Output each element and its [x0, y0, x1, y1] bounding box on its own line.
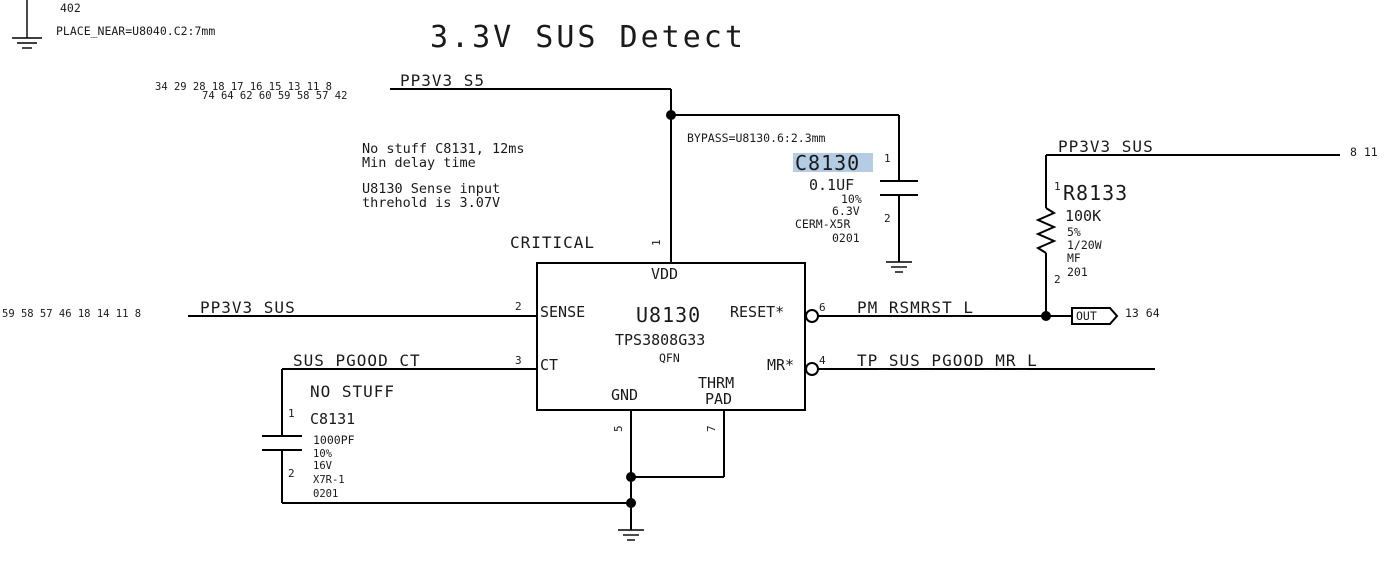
u8130-pin-pad-label: PAD	[705, 390, 732, 408]
u8130-pin6-number: 6	[819, 301, 826, 314]
note-line-3: U8130 Sense input	[362, 181, 500, 197]
c8130-tolerance: 10%	[841, 192, 862, 206]
pp3v3-sus-right-refs: 8 11	[1350, 145, 1378, 159]
c8131-tolerance: 10%	[313, 448, 333, 460]
c8130-capacitor-symbol	[880, 180, 918, 262]
u8130-critical-label: CRITICAL	[510, 233, 595, 252]
net-pm-rsmrst-l-label: PM_RSMRST_L	[857, 298, 974, 317]
c8131-pin2: 2	[288, 467, 295, 480]
u8130-pin-reset-label: RESET*	[730, 303, 784, 321]
c8131-ref: C8131	[310, 410, 355, 428]
out-port-label: OUT	[1076, 309, 1097, 323]
net-sus-pgood-ct-label: SUS_PGOOD_CT	[293, 351, 421, 370]
u8130-pin-mr-label: MR*	[767, 356, 794, 374]
u8130-pin3-number: 3	[515, 354, 522, 367]
u8130-pin5-number: 5	[612, 425, 625, 432]
u8130-pin-sense-label: SENSE	[540, 303, 585, 321]
c8130-voltage: 6.3V	[832, 204, 860, 218]
r8133-pin1: 1	[1054, 180, 1061, 193]
u8130-pin-ct-label: CT	[540, 356, 558, 374]
top-left-value: 402	[60, 1, 81, 15]
c8130-ref: C8130	[795, 151, 860, 175]
r8133-pin2: 2	[1054, 273, 1061, 286]
c8131-pin1: 1	[288, 407, 295, 420]
pm-rsmrst-l-refs: 13 64	[1125, 306, 1160, 320]
note-line-2: Min delay time	[362, 155, 476, 171]
u8130-pin1-number: 1	[650, 239, 663, 246]
u8130-pin-gnd-label: GND	[611, 386, 638, 404]
c8131-voltage: 16V	[313, 460, 333, 472]
c8130-ground-symbol	[886, 261, 912, 273]
c8131-size: 0201	[313, 488, 338, 500]
note-line-1: No stuff C8131, 12ms	[362, 141, 525, 157]
c8131-value: 1000PF	[313, 433, 355, 447]
note-line-4: threhold is 3.07V	[362, 195, 500, 211]
u8130-pin2-number: 2	[515, 300, 522, 313]
u8130-pin7-number: 7	[705, 425, 718, 432]
main-ground-symbol	[618, 529, 644, 541]
u8130-body	[536, 262, 806, 411]
u8130-ref: U8130	[636, 303, 701, 327]
r8133-power: 1/20W	[1067, 238, 1102, 252]
junction-thrm	[626, 472, 636, 482]
place-near-note: PLACE_NEAR=U8040.C2:7mm	[56, 24, 215, 38]
pp3v3-s5-refs-row2: 74 64 62 60 59 58 57 42	[202, 90, 347, 102]
pp3v3-sus-left-refs: 59 58 57 46 18 14 11 8	[2, 308, 141, 320]
r8133-ref: R8133	[1063, 181, 1128, 205]
r8133-tolerance: 5%	[1067, 225, 1081, 239]
net-pp3v3-sus-left-label: PP3V3_SUS	[200, 298, 296, 317]
out-port-arrow	[1071, 307, 1119, 325]
c8131-capacitor-symbol	[262, 435, 302, 503]
c8130-dielectric: CERM-X5R	[795, 217, 850, 231]
c8130-pin1: 1	[884, 152, 891, 165]
c8130-size: 0201	[832, 231, 860, 245]
c8130-value: 0.1UF	[809, 176, 854, 194]
net-pp3v3-s5-label: PP3V3_S5	[400, 71, 485, 90]
c8131-no-stuff: NO STUFF	[310, 382, 395, 401]
u8130-part: TPS3808G33	[615, 331, 705, 349]
r8133-resistor-symbol	[1035, 207, 1057, 254]
c8130-bypass-note: BYPASS=U8130.6:2.3mm	[687, 131, 826, 145]
reset-inversion-bubble	[805, 309, 819, 323]
u8130-pin4-number: 4	[819, 354, 826, 367]
page-title: 3.3V SUS Detect	[430, 20, 746, 55]
c8131-dielectric: X7R-1	[313, 474, 345, 486]
c8130-ref-highlight	[793, 153, 873, 172]
mr-inversion-bubble	[805, 362, 819, 376]
r8133-size: 201	[1067, 265, 1088, 279]
r8133-type: MF	[1067, 251, 1081, 265]
top-left-ground-symbol	[12, 0, 42, 49]
r8133-value: 100K	[1065, 207, 1101, 225]
junction-gnd	[626, 498, 636, 508]
net-tp-sus-pgood-mr-l-label: TP_SUS_PGOOD_MR_L	[857, 351, 1038, 370]
net-pp3v3-sus-right-label: PP3V3_SUS	[1058, 137, 1154, 156]
u8130-pin-thrm-label: THRM	[698, 374, 734, 392]
u8130-pin-vdd-label: VDD	[651, 265, 678, 283]
c8130-pin2: 2	[884, 212, 891, 225]
pp3v3-s5-refs-row1: 34 29 28 18 17 16 15 13 11 8	[155, 81, 332, 93]
u8130-package: QFN	[659, 351, 680, 365]
